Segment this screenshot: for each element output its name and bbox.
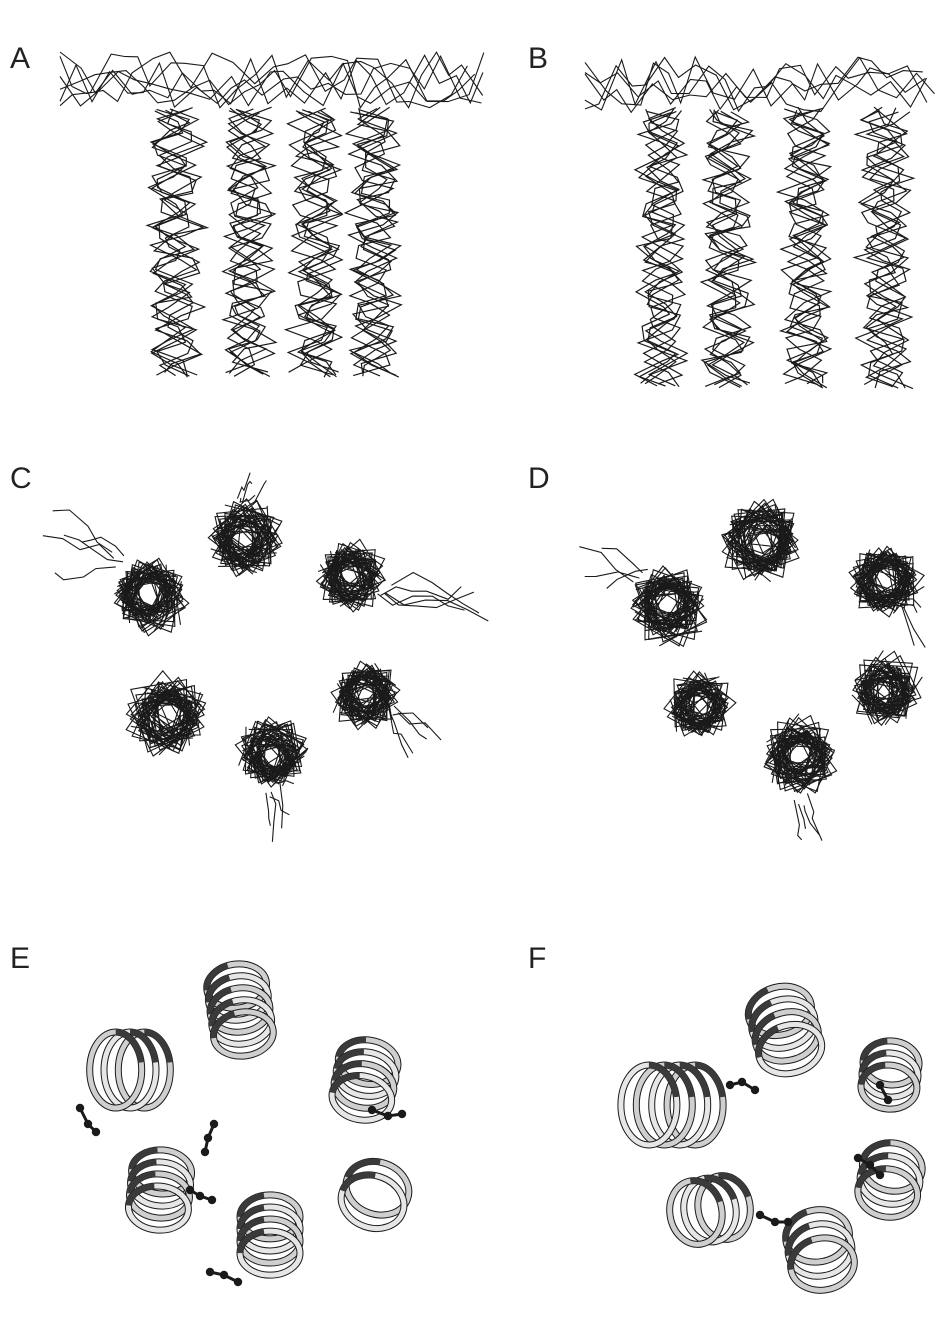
panel-label-a: A xyxy=(10,44,30,74)
panel-e-ribbon-view xyxy=(76,960,417,1286)
panel-a-helix-bundle xyxy=(60,52,484,377)
panel-label-e: E xyxy=(10,944,30,974)
panel-label-c: C xyxy=(10,464,32,494)
panel-label-f: F xyxy=(528,944,546,974)
panel-d-top-view xyxy=(579,499,925,840)
panel-b-helix-bundle xyxy=(585,57,935,389)
panel-label-d: D xyxy=(528,464,550,494)
panel-label-b: B xyxy=(528,44,548,74)
panel-f-ribbon-view xyxy=(621,979,926,1295)
panel-c-top-view xyxy=(43,473,488,842)
